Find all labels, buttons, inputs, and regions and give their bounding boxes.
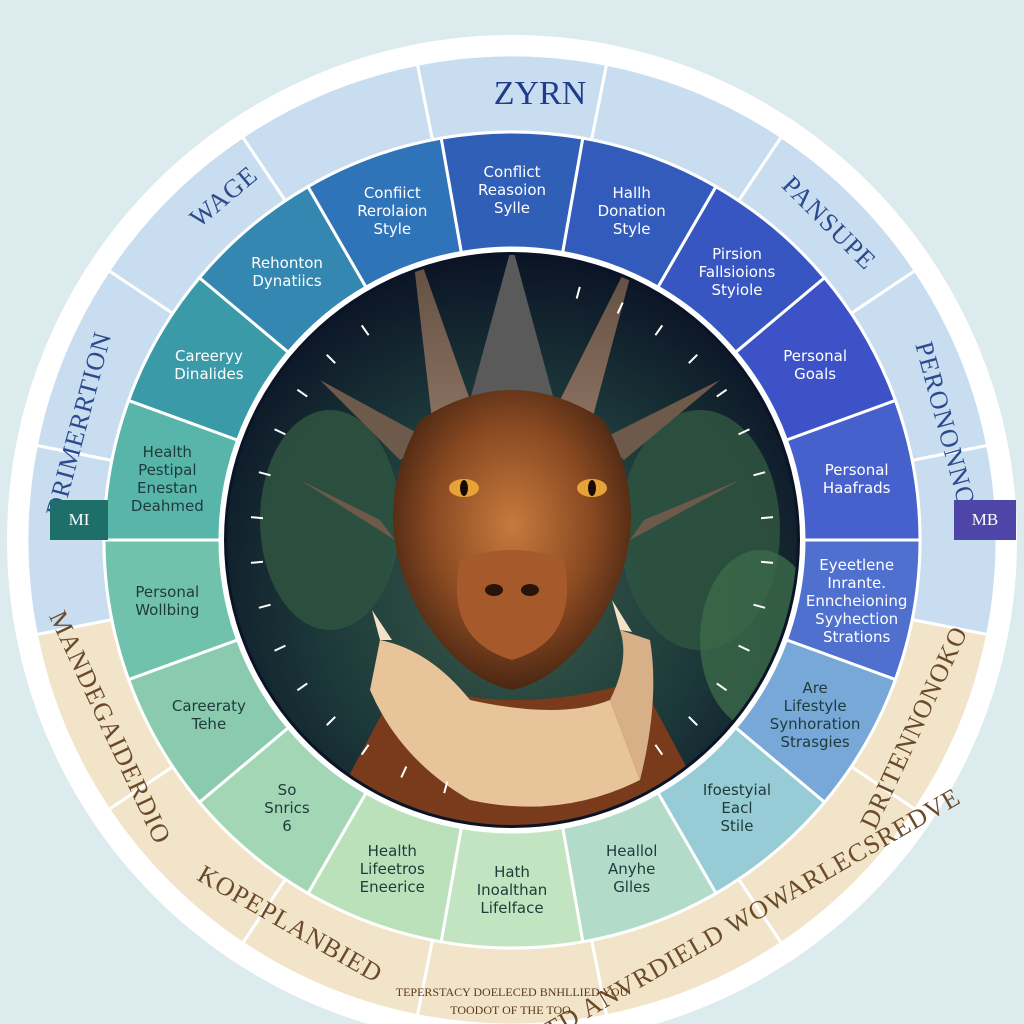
tick-mark	[296, 388, 308, 398]
left-tab-label: MI	[69, 510, 90, 529]
tick-mark	[753, 603, 766, 609]
tick-mark	[258, 471, 271, 477]
segment	[305, 136, 464, 290]
tick-mark	[654, 324, 664, 336]
tick-mark	[738, 428, 750, 436]
tick-mark	[250, 560, 264, 564]
tick-mark	[274, 644, 286, 652]
tick-mark	[274, 428, 286, 436]
diagram-title: ZYRN	[494, 75, 587, 112]
tick-mark	[760, 560, 774, 564]
tick-mark	[258, 603, 271, 609]
tick-mark	[654, 744, 664, 756]
bottom-caption-line1: TEPERSTACY DOELECED BNHLLIED YOU	[396, 985, 629, 999]
tick-mark	[400, 766, 408, 778]
tick-mark	[716, 388, 728, 398]
tick-mark	[716, 682, 728, 692]
left-tab: MI	[50, 500, 108, 540]
tick-mark	[616, 302, 624, 314]
tick-mark	[688, 354, 698, 364]
tick-mark	[443, 781, 449, 794]
tick-mark	[326, 354, 336, 364]
right-tab-label: MB	[972, 510, 998, 529]
center-tick-marks	[250, 286, 774, 794]
tick-mark	[360, 324, 370, 336]
bottom-caption-line2: TOODOT OF THE TOO.	[450, 1003, 574, 1017]
outer-ring	[25, 53, 999, 1024]
dragon-illustration	[227, 255, 797, 825]
tick-mark	[738, 644, 750, 652]
tick-mark	[296, 682, 308, 692]
tick-mark	[326, 716, 336, 726]
tick-mark	[753, 471, 766, 477]
tick-mark	[575, 286, 581, 299]
tick-mark	[360, 744, 370, 756]
tick-mark	[760, 516, 774, 520]
right-tab: MB	[954, 500, 1016, 540]
tick-mark	[688, 716, 698, 726]
tick-mark	[250, 516, 264, 520]
